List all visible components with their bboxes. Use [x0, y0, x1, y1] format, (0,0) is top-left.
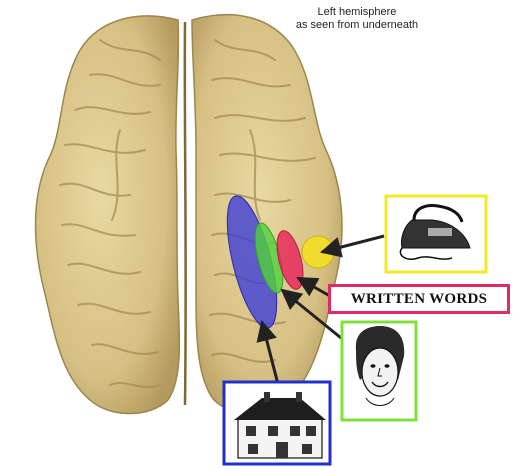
region-objects	[302, 236, 334, 268]
written-words-panel: WRITTEN WORDS	[328, 284, 510, 314]
caption-line-1: Left hemisphere	[262, 6, 452, 19]
caption: Left hemisphere as seen from underneath	[262, 6, 452, 32]
faces-panel	[342, 322, 416, 420]
brain	[36, 15, 342, 414]
objects-panel	[386, 196, 486, 272]
caption-line-2: as seen from underneath	[262, 19, 452, 32]
written-words-label: WRITTEN WORDS	[351, 291, 488, 308]
places-panel	[224, 382, 330, 464]
